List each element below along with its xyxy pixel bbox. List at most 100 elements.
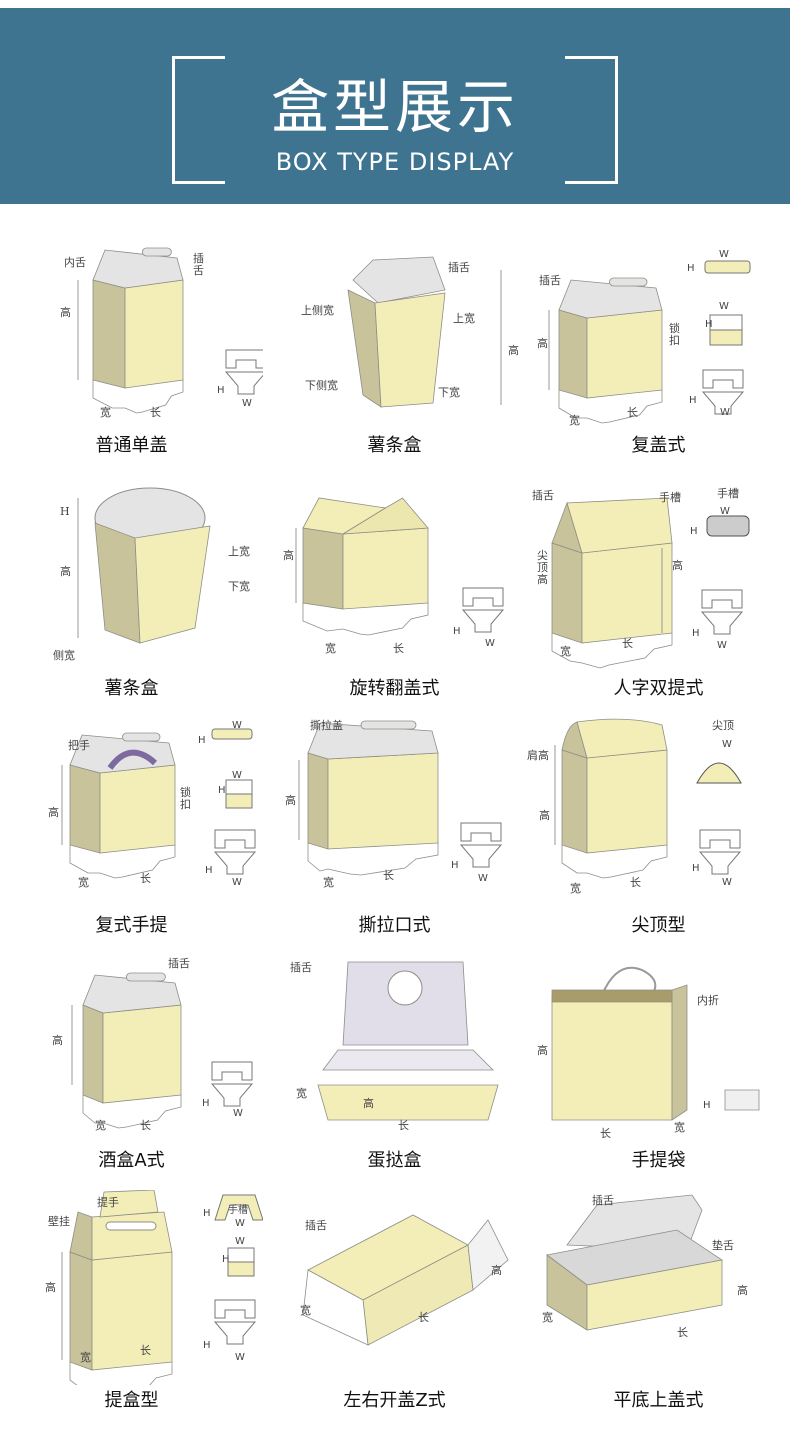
- box-front-face: [99, 764, 176, 854]
- insert-bottom-diagram: [224, 371, 263, 395]
- dimension-label: H: [198, 735, 206, 746]
- dimension-label: H: [203, 1208, 211, 1219]
- box-type-card: 插舌上侧宽上宽高下侧宽下宽薯条盒: [263, 235, 526, 473]
- box-side-face: [82, 1004, 104, 1104]
- dimension-label: H: [689, 395, 697, 406]
- box-illustration: [551, 497, 750, 669]
- box-type-name: 手提袋: [631, 1150, 686, 1171]
- dimension-label: 宽: [100, 406, 111, 419]
- dimension-label: W: [232, 770, 242, 781]
- box-side-face: [558, 309, 588, 399]
- insert-top-diagram: [701, 589, 743, 609]
- lock-diagram-fill: [225, 793, 253, 809]
- box-front-face: [581, 542, 673, 644]
- dimension-label: 高: [508, 344, 519, 357]
- dimension-label: 宽: [570, 882, 581, 895]
- bag-side: [671, 984, 688, 1121]
- dimension-label: H: [222, 1254, 230, 1265]
- open-lid: [92, 249, 184, 289]
- dimension-label: 尖顶: [712, 719, 734, 732]
- dimension-label: 宽: [300, 1304, 311, 1317]
- bottom-flaps: [302, 602, 429, 636]
- box-front-face: [586, 309, 663, 399]
- box-type-name: 普通单盖: [95, 435, 168, 456]
- zbox-open-flap: [467, 1219, 509, 1291]
- dimension-label: 下宽: [228, 580, 250, 593]
- dimension-label: 高: [283, 549, 294, 562]
- dimension-label: 长: [140, 1119, 151, 1132]
- box-illustration: [61, 1190, 263, 1385]
- insert-top-diagram: [702, 369, 744, 389]
- dimension-label: 高: [491, 1264, 502, 1277]
- insert-top-diagram: [214, 829, 256, 849]
- tuck-tab: [609, 277, 648, 287]
- bag-mini-diagram: [724, 1089, 760, 1111]
- dimension-label: 高: [285, 794, 296, 807]
- dimension-label: 内舌: [64, 256, 86, 269]
- insert-bottom-diagram: [461, 609, 505, 633]
- dimension-label: 长: [383, 869, 394, 882]
- dimension-label: 插舌: [539, 274, 561, 287]
- dimension-label: W: [232, 720, 242, 731]
- dimension-label: 宽: [95, 1119, 106, 1132]
- dimension-label: W: [719, 249, 729, 260]
- insert-bottom-diagram: [213, 851, 257, 875]
- dimension-label: 插舌: [532, 489, 554, 502]
- insert-bottom-diagram: [213, 1321, 257, 1345]
- box-type-name: 旋转翻盖式: [349, 678, 440, 699]
- box-type-card: 插舌高宽长左右开盖Z式: [263, 1190, 526, 1428]
- dimension-label: 壁挂: [48, 1215, 70, 1228]
- tuck-tab: [126, 972, 166, 982]
- roof-front: [566, 497, 673, 554]
- dimension-label: 插舌: [305, 1219, 327, 1232]
- insert-top-diagram: [460, 822, 502, 842]
- right-bracket: [565, 56, 618, 184]
- dimension-label: 长: [600, 1127, 611, 1140]
- dimension-label: H: [692, 863, 700, 874]
- dimension-label: 高: [537, 337, 548, 350]
- box-type-name: 复盖式: [631, 435, 686, 456]
- left-bracket: [172, 56, 225, 184]
- dimension-label: W: [722, 739, 732, 750]
- box-type-name: 薯条盒: [367, 435, 422, 456]
- bottom-flaps: [82, 1094, 182, 1129]
- box-type-name: 平底上盖式: [613, 1390, 704, 1411]
- dimension-label: H: [705, 319, 713, 330]
- dimension-label: 宽: [78, 876, 89, 889]
- dimension-label: 高: [60, 306, 71, 319]
- box-illustration: [302, 1214, 509, 1346]
- box-illustration: [77, 247, 263, 414]
- handle-tab: [99, 1190, 159, 1218]
- dimension-label: W: [242, 398, 252, 409]
- box-side-face: [69, 764, 101, 854]
- hand-slot: [105, 1221, 157, 1231]
- dimension-label: 撕拉盖: [310, 719, 343, 732]
- bottom-flaps: [92, 379, 184, 414]
- hand-slot-diagram: [706, 515, 750, 537]
- bottom-flaps: [558, 389, 663, 424]
- zbox-end-flap: [302, 1269, 369, 1346]
- box-type-name: 撕拉口式: [358, 915, 431, 936]
- dimension-label: 内折: [697, 994, 719, 1007]
- box-type-name: 人字双提式: [613, 678, 704, 699]
- insert-bottom-diagram: [698, 851, 742, 875]
- dimension-label: 高: [363, 1097, 374, 1110]
- dimension-label: W: [235, 1352, 245, 1363]
- dimension-label: W: [722, 877, 732, 888]
- box-illustration: [554, 718, 742, 879]
- box-illustration: [295, 497, 505, 636]
- box-front-face: [586, 749, 668, 854]
- open-lid: [307, 722, 439, 760]
- dimension-label: W: [232, 877, 242, 888]
- dimension-label: 手槽: [228, 1205, 248, 1216]
- dimension-label: H: [203, 1340, 211, 1351]
- dimension-label: 下宽: [438, 386, 460, 399]
- dimension-label: 宽: [569, 414, 580, 427]
- dimension-label: 把手: [68, 739, 90, 752]
- insert-top-diagram: [211, 1061, 253, 1081]
- box-front-face: [91, 1251, 173, 1371]
